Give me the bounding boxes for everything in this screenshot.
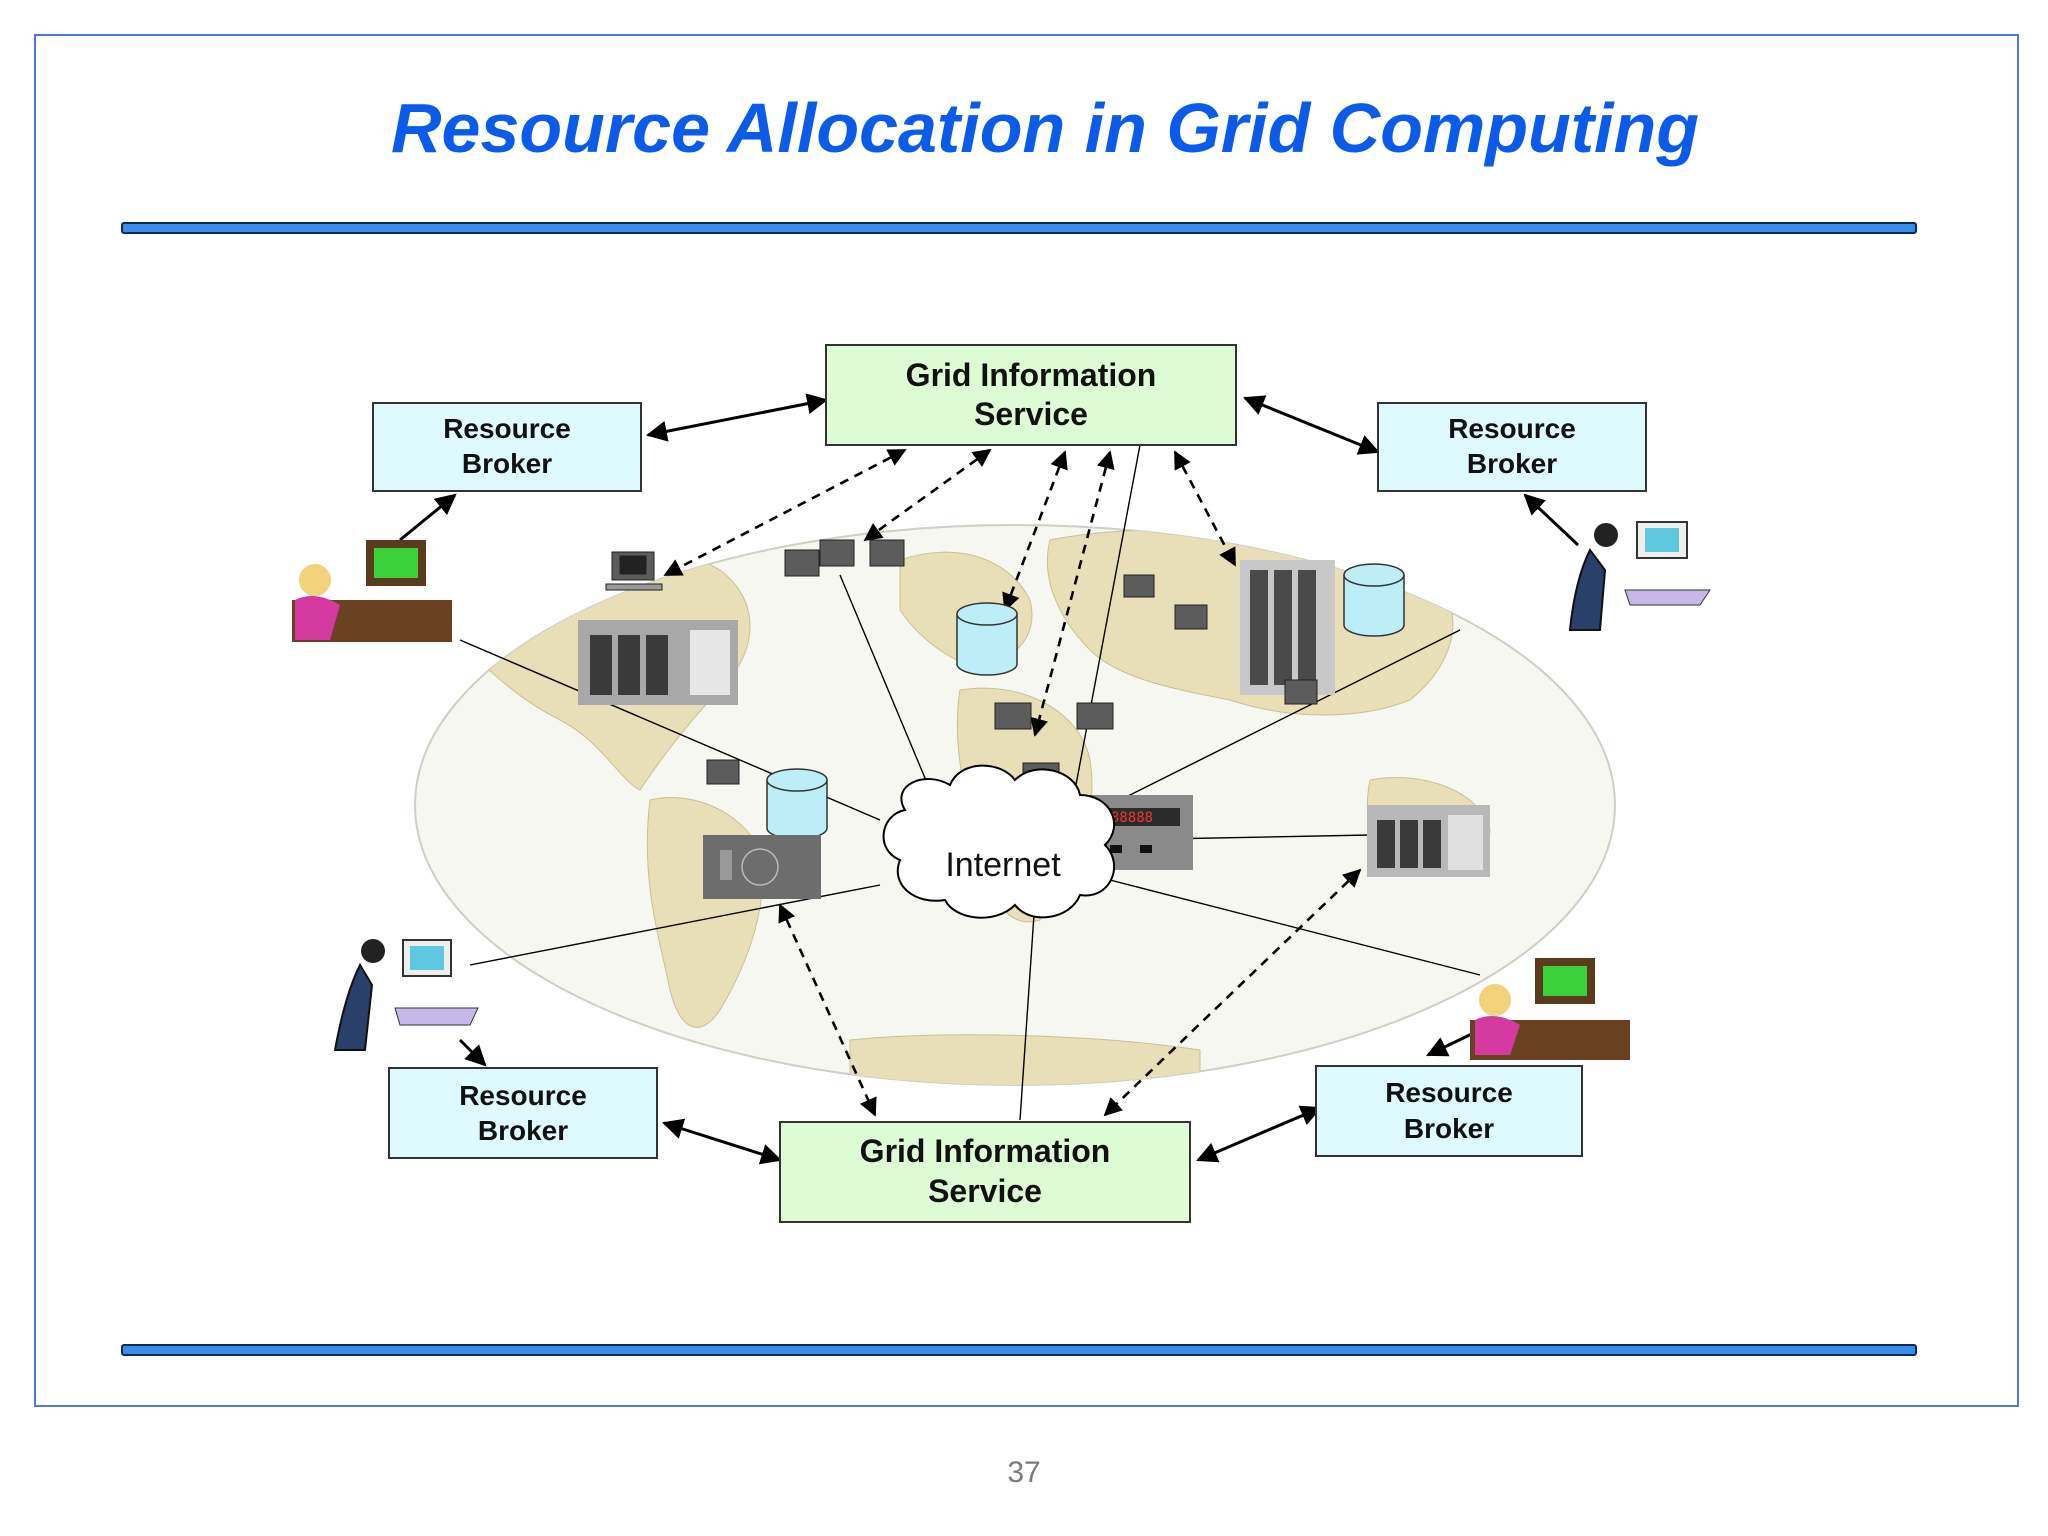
gis-bottom-label-1: Grid Information — [860, 1133, 1111, 1169]
user-workstation-icon — [1568, 521, 1711, 631]
server-room-image — [578, 620, 738, 705]
page-number: 37 — [1007, 1456, 1041, 1489]
gis-top-label-2: Service — [974, 396, 1088, 432]
database-cylinder — [956, 602, 1018, 676]
server-room-image — [1367, 805, 1490, 877]
svg-text:88888: 88888 — [1111, 810, 1153, 826]
broker-label-2: Broker — [1404, 1113, 1494, 1144]
user-workstation-icon — [292, 540, 452, 642]
slide-title: Resource Allocation in Grid Computing — [390, 89, 1700, 167]
gis-resource-links — [663, 448, 1362, 1117]
broker-label-1: Resource — [1385, 1077, 1513, 1108]
computer-icon — [605, 551, 663, 591]
gis-box-bottom: Grid Information Service — [779, 1121, 1191, 1223]
broker-label-2: Broker — [478, 1115, 568, 1146]
gis-box-top: Grid Information Service — [825, 344, 1237, 446]
resource-broker-box: Resource Broker — [1315, 1065, 1583, 1157]
user-workstation-icon — [333, 939, 479, 1051]
database-cylinder — [766, 768, 828, 840]
resource-broker-box: Resource Broker — [372, 402, 642, 492]
title-divider — [121, 222, 1917, 234]
internet-cloud: Internet — [882, 764, 1116, 919]
gis-top-label-1: Grid Information — [906, 357, 1157, 393]
user-workstation-icon — [1470, 958, 1630, 1060]
broker-gis-links — [399, 393, 1580, 1165]
slide-frame — [34, 34, 2019, 1407]
broker-label-2: Broker — [462, 448, 552, 479]
server-rack-image — [1240, 560, 1335, 695]
footer-divider — [121, 1344, 1917, 1356]
network-equipment-image — [703, 835, 821, 899]
gis-bottom-label-2: Service — [928, 1173, 1042, 1209]
database-cylinder — [1343, 563, 1405, 637]
computer-icon — [784, 539, 905, 577]
internet-label: Internet — [945, 846, 1061, 884]
broker-label-2: Broker — [1467, 448, 1557, 479]
broker-label-1: Resource — [1448, 413, 1576, 444]
resource-broker-box: Resource Broker — [1377, 402, 1647, 492]
broker-label-1: Resource — [443, 413, 571, 444]
computer-icon — [1123, 574, 1318, 705]
resource-broker-box: Resource Broker — [388, 1067, 658, 1159]
broker-label-1: Resource — [459, 1080, 587, 1111]
